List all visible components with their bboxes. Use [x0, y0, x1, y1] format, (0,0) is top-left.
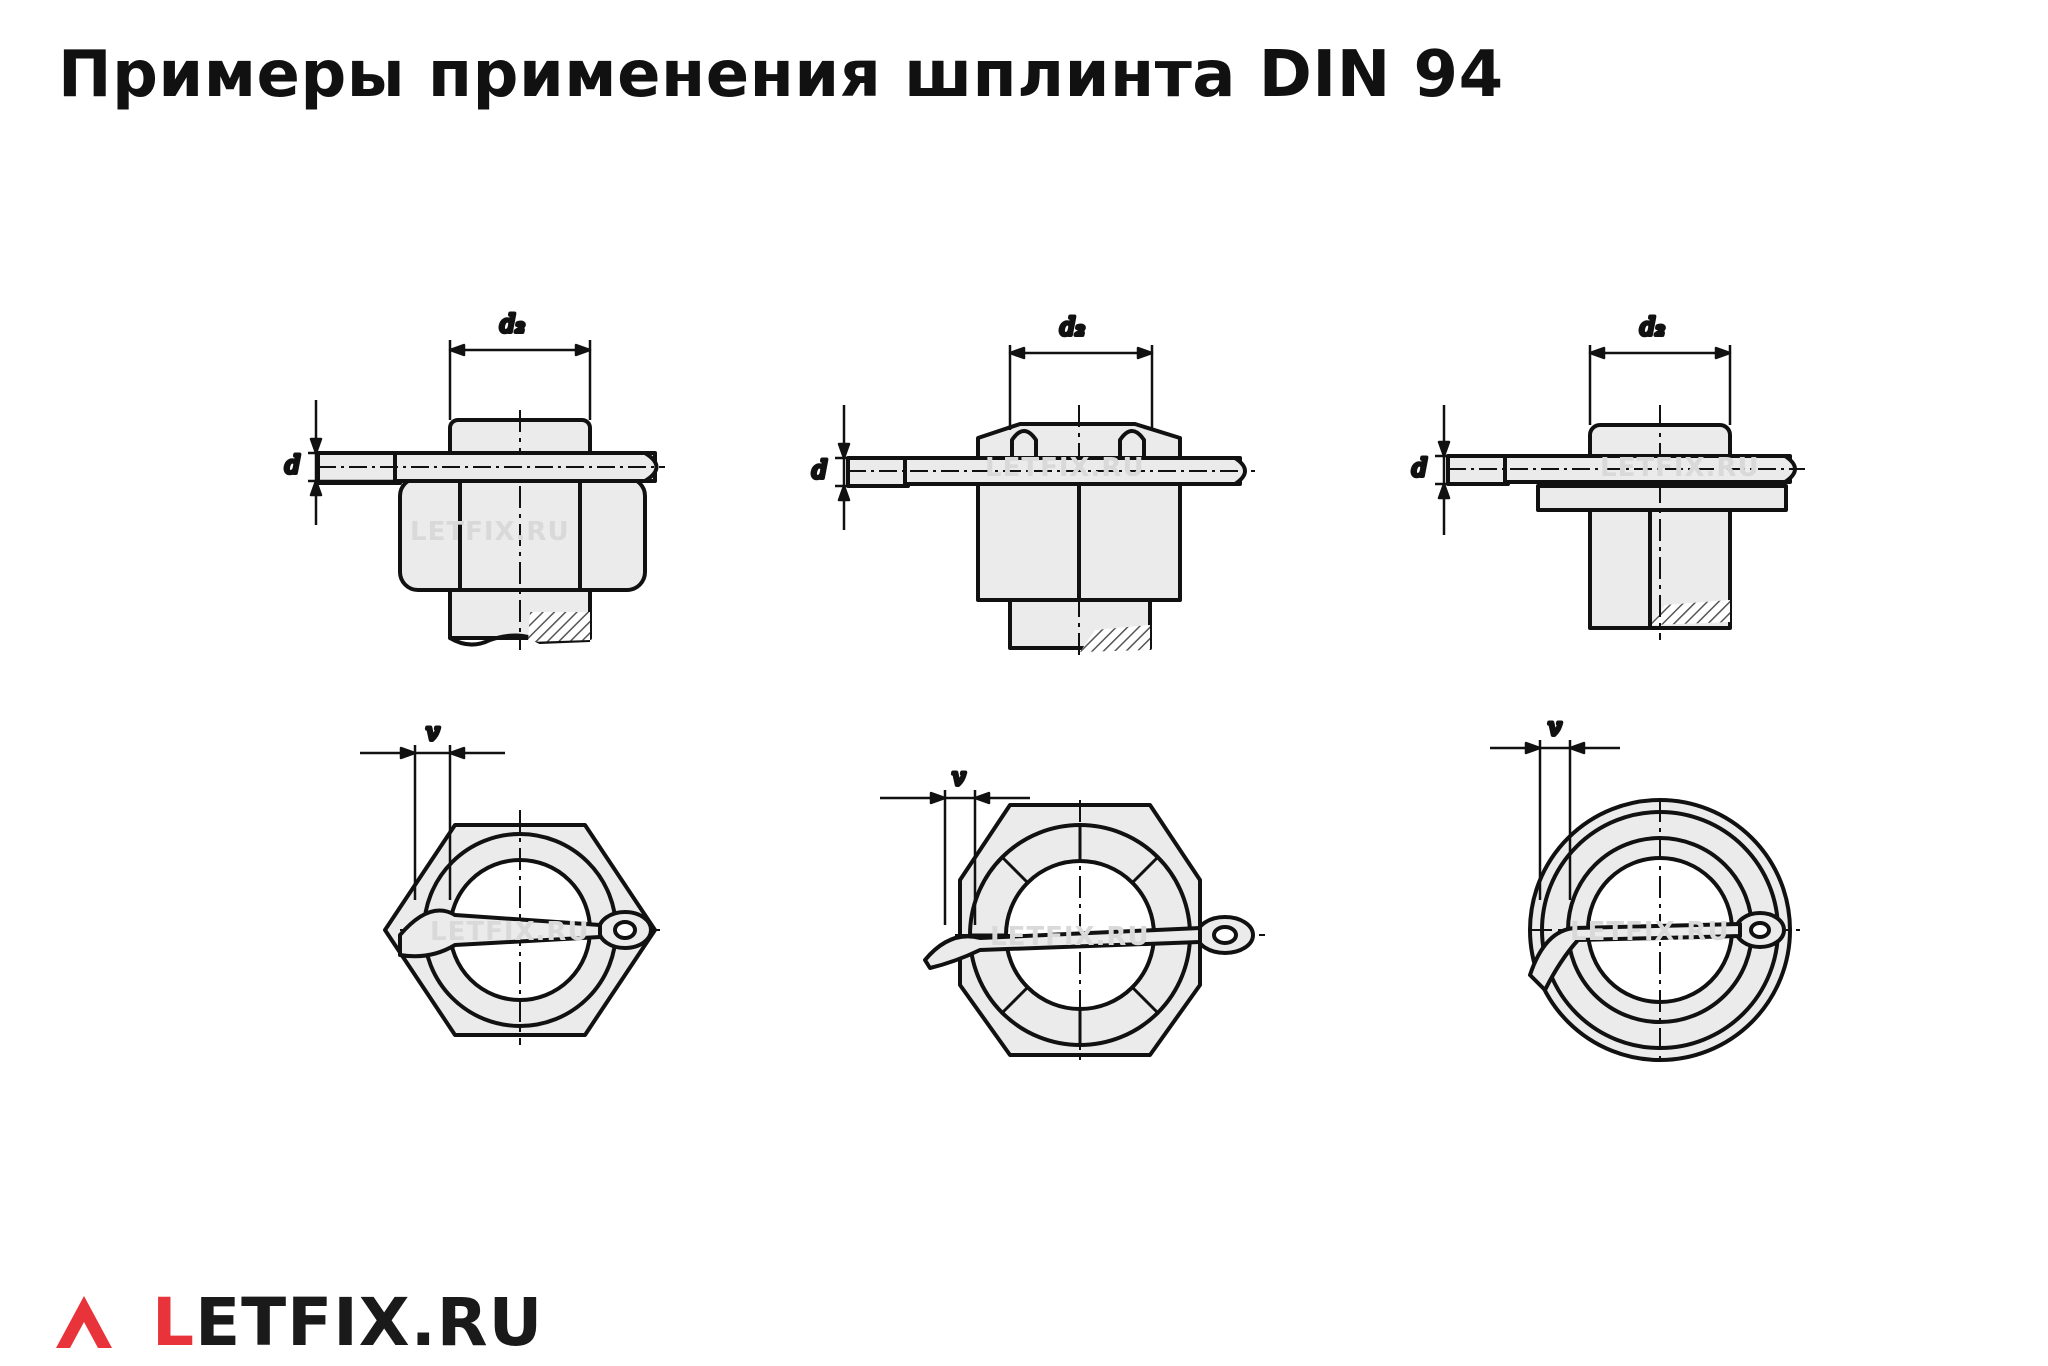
hex-nut-side-view: d₂ d: [283, 308, 665, 650]
dimension-label-d2: d₂: [500, 310, 525, 338]
dimension-d2-2: [1008, 345, 1154, 430]
dimension-label-v: v: [952, 763, 966, 791]
dimension-label-v: v: [426, 718, 440, 746]
cotter-pin-head-3: [1528, 911, 1786, 992]
watermark-text: LETFIX.RU: [985, 453, 1145, 483]
castle-nut-side-view: d₂ d: [810, 311, 1255, 660]
dimension-v-2: [880, 790, 1030, 925]
dimension-label-d2: d₂: [1640, 313, 1665, 341]
cotter-pin-head-2: [923, 915, 1255, 970]
logo-first-letter: L: [152, 1283, 196, 1361]
logo-text: LETFIX.RU: [152, 1284, 543, 1361]
dimension-label-d: d: [285, 451, 300, 479]
watermark-text: LETFIX.RU: [430, 917, 590, 947]
dimension-d-1: [308, 400, 395, 525]
round-nut-top-view: v: [1490, 711, 1800, 1065]
cotter-pin-head-1: [398, 908, 653, 959]
logo-caret-icon: [56, 1296, 112, 1348]
dimension-v-3: [1490, 740, 1620, 900]
page-title: Примеры применения шплинта DIN 94: [58, 38, 1504, 112]
dimension-d-3: [1435, 405, 1505, 535]
dimension-label-v: v: [1548, 713, 1562, 741]
letfix-logo[interactable]: LETFIX.RU: [52, 1284, 543, 1361]
dimension-label-d: d: [1412, 454, 1427, 482]
dimension-label-d2: d₂: [1060, 313, 1085, 341]
cotter-pin-shank-2: [846, 456, 1247, 488]
dimension-d-2: [835, 405, 905, 530]
washer-side-view: d₂ d: [1410, 311, 1805, 640]
hex-nut-top-view: v: [360, 716, 665, 1045]
dimension-d2-3: [1588, 345, 1732, 425]
logo-rest: ETFIX.RU: [195, 1283, 544, 1361]
watermark-text: LETFIX.RU: [1570, 917, 1730, 947]
watermark-text: LETFIX.RU: [1600, 453, 1760, 483]
castle-nut-top-view: v: [880, 761, 1265, 1065]
watermark-text: LETFIX.RU: [990, 922, 1150, 952]
dimension-d2-1: [448, 340, 592, 420]
dimension-v-1: [360, 745, 505, 900]
dimension-label-d: d: [812, 456, 827, 484]
watermark-text: LETFIX.RU: [410, 517, 570, 547]
